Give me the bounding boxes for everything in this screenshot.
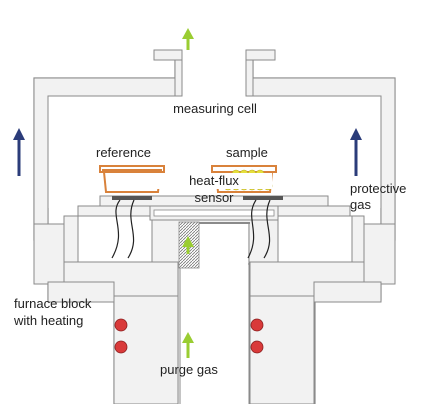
sample-wire-2 <box>263 199 271 259</box>
furnace-block-label-1: furnace block <box>14 296 92 311</box>
measuring-cell-label: measuring cell <box>173 101 257 116</box>
ref-wire-1 <box>111 199 121 259</box>
protective-gas-arrow-left <box>13 128 25 176</box>
reference-crucible <box>99 165 165 193</box>
reference-label: reference <box>96 145 151 160</box>
sample-label: sample <box>226 145 268 160</box>
heat-flux-sensor-label-2: sensor <box>194 190 234 205</box>
sample-wire-1 <box>247 199 257 259</box>
purge-gas-arrow-bottom <box>182 332 194 358</box>
purge-gas-arrow-middle <box>182 236 194 254</box>
furnace-block-label-2: with heating <box>14 313 84 328</box>
protective-gas-label-2: gas <box>350 197 371 212</box>
purge-gas-arrow-top <box>182 28 194 50</box>
heat-flux-sensor-label-1: heat-flux <box>156 173 272 189</box>
protective-gas-label-1: protective <box>350 181 407 196</box>
measuring-chamber <box>48 96 381 208</box>
ref-wire-2 <box>127 199 135 259</box>
purge-gas-label: purge gas <box>160 362 218 377</box>
heating-elements <box>114 318 264 354</box>
protective-gas-arrow-right <box>350 128 362 176</box>
